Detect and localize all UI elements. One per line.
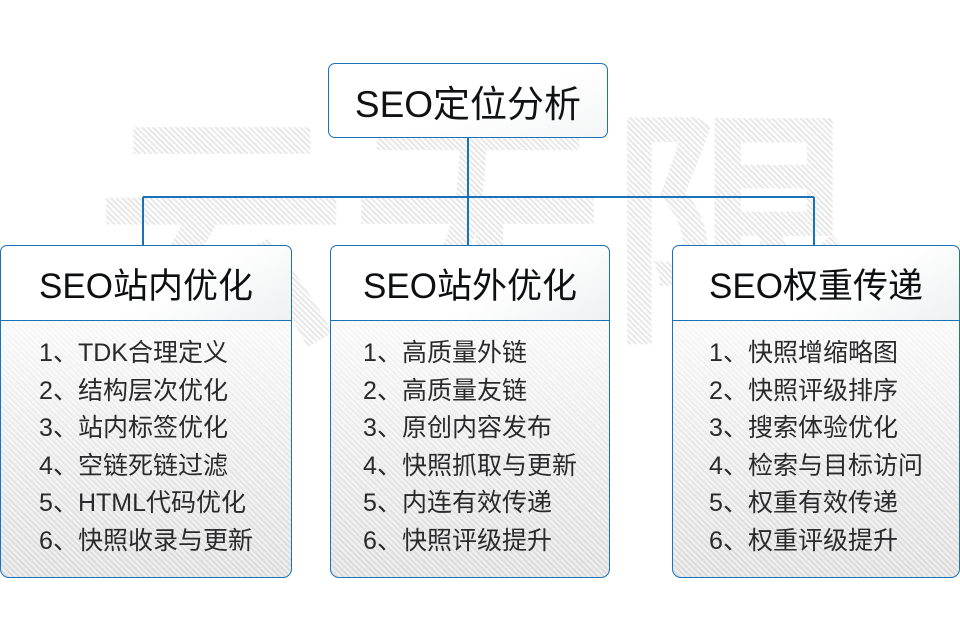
list-item: 1、TDK合理定义 [39,339,228,368]
list-item: 3、站内标签优化 [39,414,228,443]
branch-header-1[interactable]: SEO站内优化 [0,245,292,322]
list-item: 3、搜索体验优化 [709,414,898,443]
branch-title-3: SEO权重传递 [709,267,923,306]
branch-body-1: 1、TDK合理定义 2、结构层次优化 3、站内标签优化 4、空链死链过滤 5、H… [0,320,292,579]
list-item: 1、快照增缩略图 [709,339,898,368]
list-item: 5、权重有效传递 [709,489,898,518]
branch-list-3: 1、快照增缩略图 2、快照评级排序 3、搜索体验优化 4、检索与目标访问 5、权… [709,335,923,560]
branch-body-2: 1、高质量外链 2、高质量友链 3、原创内容发布 4、快照抓取与更新 5、内连有… [330,320,610,579]
list-item: 1、高质量外链 [363,339,527,368]
list-item: 4、空链死链过滤 [39,451,228,480]
branch-title-1: SEO站内优化 [39,267,253,306]
list-item: 6、权重评级提升 [709,526,898,555]
list-item: 2、结构层次优化 [39,376,228,405]
branch-list-2: 1、高质量外链 2、高质量友链 3、原创内容发布 4、快照抓取与更新 5、内连有… [363,335,577,560]
branch-body-3: 1、快照增缩略图 2、快照评级排序 3、搜索体验优化 4、检索与目标访问 5、权… [672,320,960,579]
root-node[interactable]: SEO定位分析 [328,63,608,138]
branch-column-2: SEO站外优化 1、高质量外链 2、高质量友链 3、原创内容发布 4、快照抓取与… [330,245,610,579]
list-item: 3、原创内容发布 [363,414,552,443]
branch-header-2[interactable]: SEO站外优化 [330,245,610,322]
list-item: 4、检索与目标访问 [709,451,923,480]
root-node-title: SEO定位分析 [354,83,582,125]
list-item: 5、内连有效传递 [363,489,552,518]
list-item: 6、快照评级提升 [363,526,552,555]
branch-column-1: SEO站内优化 1、TDK合理定义 2、结构层次优化 3、站内标签优化 4、空链… [0,245,292,579]
branch-column-3: SEO权重传递 1、快照增缩略图 2、快照评级排序 3、搜索体验优化 4、检索与… [672,245,960,579]
list-item: 5、HTML代码优化 [39,489,247,518]
branch-title-2: SEO站外优化 [363,267,577,306]
list-item: 2、快照评级排序 [709,376,898,405]
list-item: 2、高质量友链 [363,376,527,405]
branch-header-3[interactable]: SEO权重传递 [672,245,960,322]
branch-columns: SEO站内优化 1、TDK合理定义 2、结构层次优化 3、站内标签优化 4、空链… [0,245,960,581]
list-item: 6、快照收录与更新 [39,526,253,555]
branch-list-1: 1、TDK合理定义 2、结构层次优化 3、站内标签优化 4、空链死链过滤 5、H… [39,335,253,560]
list-item: 4、快照抓取与更新 [363,451,577,480]
